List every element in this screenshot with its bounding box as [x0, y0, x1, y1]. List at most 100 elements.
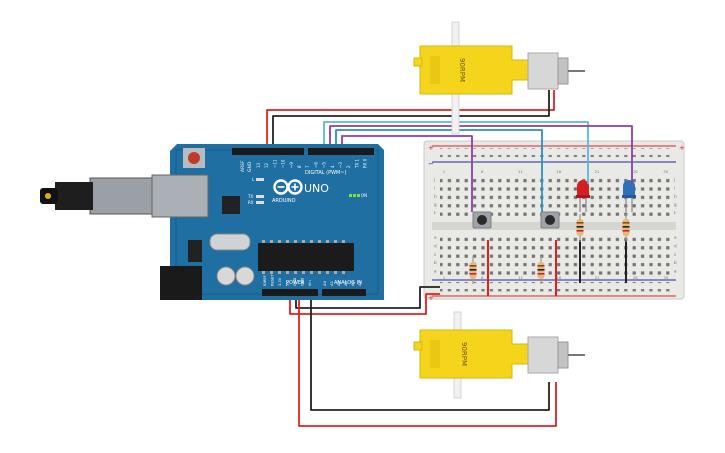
row-letter: e	[674, 235, 677, 240]
row-letter: c	[674, 252, 677, 257]
power-pin-label: RESET	[271, 274, 275, 286]
digital-pin-label: ~6	[313, 162, 318, 168]
power-label: POWER	[286, 280, 305, 286]
resistor-4[interactable]	[622, 214, 630, 242]
aref-label: AREF	[240, 160, 246, 172]
row-letter: b	[674, 260, 677, 265]
rx-led-label: RX	[248, 200, 254, 205]
column-number: 30	[663, 275, 668, 280]
row-letter: i	[674, 185, 675, 190]
breadboard-jumpers	[487, 240, 627, 296]
column-number: 6	[481, 275, 484, 280]
row-letter: d	[434, 243, 437, 248]
column-number: 1	[443, 275, 446, 280]
power-pin-label: Vin	[308, 280, 312, 286]
row-letter: g	[674, 202, 677, 207]
column-number: 16	[556, 169, 561, 174]
column-number: 11	[518, 169, 523, 174]
analog-pin-label: A5	[357, 280, 362, 286]
digital-header-left[interactable]	[232, 148, 304, 155]
row-letter: b	[434, 260, 437, 265]
power-pin-label: 3.3V	[278, 277, 282, 286]
resistor-2[interactable]	[537, 256, 545, 284]
column-number: 11	[518, 275, 523, 280]
analog-header[interactable]	[322, 289, 366, 296]
push-button-1[interactable]	[472, 211, 492, 229]
row-letter: h	[674, 194, 677, 199]
digital-pin-label: 4	[330, 165, 335, 168]
resistor-1[interactable]	[469, 256, 477, 284]
digital-pin-label: 13	[256, 162, 261, 168]
analog-pin-label: A0	[322, 280, 327, 286]
dc-motor-top[interactable]: 90RPM	[413, 21, 585, 135]
rail-plus-sign-right: +	[679, 144, 685, 152]
resistor-3[interactable]	[576, 214, 584, 242]
gnd-label: GND	[247, 161, 253, 172]
analog-pin-label: A4	[350, 280, 355, 286]
motor-bottom-label: 90RPM	[460, 342, 468, 366]
row-letter: j	[433, 177, 435, 182]
column-number: 30	[663, 169, 668, 174]
column-number: 21	[595, 275, 600, 280]
row-letter: c	[434, 252, 437, 257]
l-led-label: L	[252, 177, 255, 182]
model-label: UNO	[304, 182, 329, 195]
row-letter: a	[674, 269, 677, 274]
row-letter: h	[434, 194, 437, 199]
analog-pin-label: A2	[336, 280, 341, 286]
motor-top-label: 90RPM	[458, 58, 466, 82]
column-number: 21	[595, 169, 600, 174]
power-pin-label: GND	[293, 278, 297, 286]
digital-pin-label: RX 0	[363, 158, 368, 168]
rail-plus-sign: +	[428, 144, 434, 152]
digital-pin-label: ~11	[272, 159, 277, 168]
rail-plus-sign-bottom: +	[428, 294, 434, 302]
digital-pin-label: ~9	[289, 162, 294, 168]
power-header[interactable]	[262, 289, 318, 296]
row-letter: g	[434, 202, 437, 207]
column-number: 26	[633, 275, 638, 280]
analog-label: ANALOG IN	[334, 280, 362, 286]
arduino-logo-icon	[273, 179, 303, 195]
rail-minus-sign: −	[428, 160, 434, 168]
row-letter: f	[674, 211, 676, 216]
column-number: 16	[556, 275, 561, 280]
digital-pin-label: 8	[297, 165, 302, 168]
digital-pin-label: 2	[346, 165, 351, 168]
row-letter: f	[434, 211, 436, 216]
row-letter: a	[434, 269, 437, 274]
digital-pin-label: ~10	[281, 159, 286, 168]
tx-led-label: TX	[247, 194, 253, 199]
column-number: 26	[633, 169, 638, 174]
dc-motor-bottom[interactable]: 90RPM	[413, 311, 585, 399]
on-led-icon	[349, 194, 360, 197]
wires	[266, 90, 633, 427]
power-pin-label: 5V	[286, 281, 290, 286]
column-number: 1	[443, 169, 446, 174]
analog-pin-label: A1	[329, 280, 334, 286]
led-red[interactable]	[576, 180, 590, 212]
digital-label: DIGITAL (PWM~)	[305, 170, 347, 176]
digital-pin-label: ~3	[338, 162, 343, 168]
on-label: ON	[361, 193, 367, 198]
row-letter: d	[674, 243, 677, 248]
power-pin-label: GND	[301, 278, 305, 286]
brand-label: ARDUINO	[272, 198, 296, 204]
analog-pin-label: A3	[343, 280, 348, 286]
power-pin-label: IOREF	[263, 275, 267, 286]
digital-pin-label: 12	[264, 162, 269, 168]
row-letter: i	[434, 185, 435, 190]
digital-header-right[interactable]	[308, 148, 374, 155]
digital-pin-label: 7	[305, 165, 310, 168]
push-button-2[interactable]	[540, 211, 560, 229]
digital-pin-label: TX 1	[354, 159, 359, 169]
